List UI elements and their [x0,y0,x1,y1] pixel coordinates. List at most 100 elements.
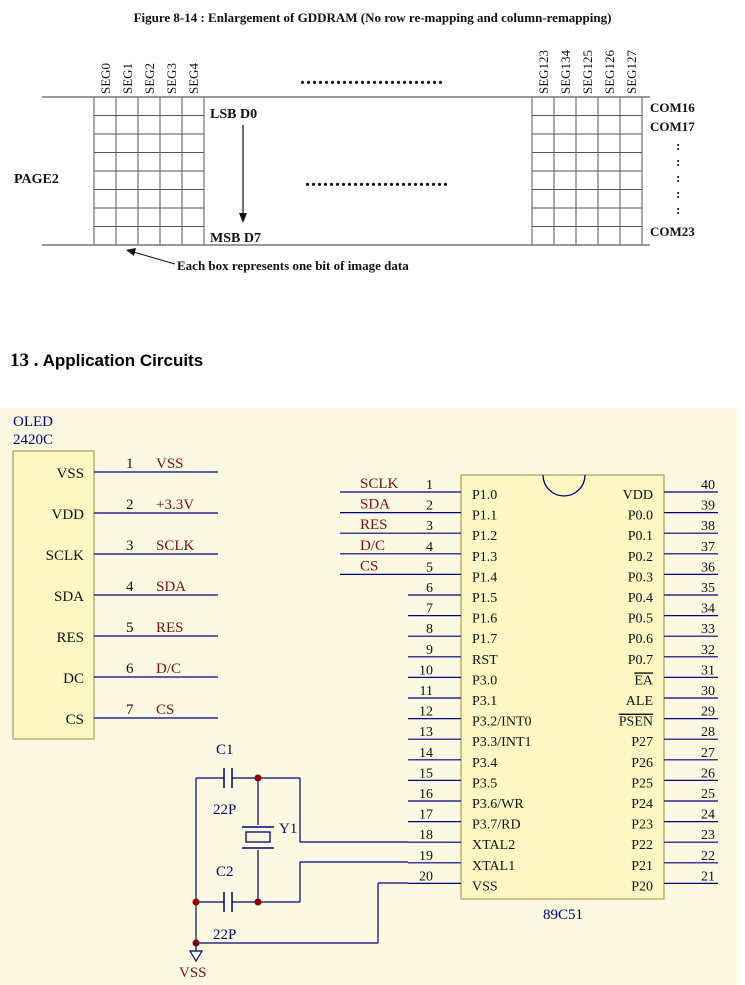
mcu-right-pin-name: P23 [631,818,653,833]
oled-pin-number: 7 [126,702,134,718]
mcu-net-label: SDA [360,497,390,513]
mcu-left-pin-name: P1.5 [472,591,497,606]
mcu-left-pin-number: 1 [426,478,433,493]
oled-module [12,450,95,740]
mcu-right-pin-name: P0.5 [628,612,653,627]
oled-model: 2420C [13,432,53,448]
mcu-net-label: RES [360,517,388,533]
lsb-label: LSB D0 [210,107,257,122]
mcu-left-pin-number: 12 [419,705,433,720]
mcu-right-pin-name: P26 [631,756,653,771]
mcu-right-pin-number: 36 [701,560,715,575]
mcu-net-label: CS [360,558,378,574]
mcu-right-pin-name: P20 [631,879,653,894]
mcu-left-pin-number: 16 [419,787,433,802]
com-label: COM23 [650,224,695,239]
mcu-right-pin-name: P0.2 [628,550,653,565]
mcu-left-pin-name: P1.4 [472,570,497,585]
oled-net-label: SDA [156,579,186,595]
mcu-left-pin-name: P3.2/INT0 [472,715,532,730]
oled-pin-name: CS [66,712,84,728]
msb-label: MSB D7 [210,231,261,246]
oled-net-label: RES [156,620,184,636]
com-dots: : [676,186,680,201]
mcu-right-pin-name: PSEN [619,715,653,730]
oled-pin-name: VSS [56,466,84,482]
seg-label: SEG134 [558,49,573,94]
mcu-left-pin-name: P3.6/WR [472,797,524,812]
mcu-left-pin-number: 7 [426,602,433,617]
note-pointer-head [126,248,136,256]
mcu-left-pin-name: P1.3 [472,550,497,565]
mcu-chip [460,474,665,900]
mcu-right-pin-number: 24 [701,808,715,823]
figure-title: Figure 8-14 : Enlargement of GDDRAM (No … [133,10,612,25]
mcu-right-pin-name: EA [634,673,654,688]
seg-label: SEG1 [120,63,135,94]
wire-junction [192,898,200,906]
mcu-right-pin-name: P0.4 [628,591,653,606]
mcu-left-pin-name: RST [472,653,498,668]
mcu-left-pin-number: 17 [419,808,433,823]
mcu-left-pin-number: 4 [426,540,433,555]
seg-label: SEG4 [186,62,201,94]
mcu-right-pin-name: P0.3 [628,570,653,585]
oled-pin-name: VDD [52,507,85,523]
top-ellipsis: ........................ [300,67,444,89]
mcu-right-pin-name: P27 [631,735,653,750]
section-heading: 13 . Application Circuits [10,350,203,372]
mcu-right-pin-number: 23 [701,828,715,843]
wire-junction [254,774,262,782]
oled-pin-name: SDA [54,589,84,605]
mcu-right-pin-name: VDD [623,488,653,503]
c1-value: 22P [213,802,236,818]
mcu-right-pin-number: 40 [701,478,715,493]
mcu-left-pin-number: 9 [426,643,433,658]
mcu-right-pin-name: P0.1 [628,529,653,544]
oled-pin-number: 4 [126,579,134,595]
c1-label: C1 [216,742,234,758]
mcu-right-pin-number: 35 [701,581,715,596]
mcu-left-pin-name: P3.3/INT1 [472,735,532,750]
mcu-right-pin-number: 21 [701,869,715,884]
note-text: Each box represents one bit of image dat… [177,258,409,273]
mcu-left-pin-name: P1.2 [472,529,497,544]
mcu-right-pin-number: 28 [701,725,715,740]
oled-pin-name: SCLK [46,548,85,564]
mcu-right-pin-name: P0.0 [628,509,653,524]
mcu-left-pin-name: P1.0 [472,488,497,503]
mcu-left-pin-name: VSS [472,879,498,894]
mcu-right-pin-number: 26 [701,766,715,781]
mcu-left-pin-number: 11 [420,684,433,699]
oled-pin-name: RES [56,630,84,646]
oled-pin-number: 6 [126,661,134,677]
mcu-left-pin-name: P3.0 [472,673,497,688]
mcu-right-pin-name: ALE [626,694,653,709]
mcu-left-pin-number: 2 [426,499,433,514]
seg-label: SEG125 [580,50,595,94]
mcu-left-pin-number: 14 [419,746,433,761]
mcu-right-pin-number: 25 [701,787,715,802]
mcu-left-pin-number: 19 [419,849,433,864]
mcu-left-pin-name: P1.1 [472,509,497,524]
oled-pin-name: DC [63,671,84,687]
seg-label: SEG3 [164,63,179,94]
mcu-right-pin-number: 33 [701,622,715,637]
middle-ellipsis: ........................ [305,169,449,191]
mcu-right-pin-name: P25 [631,776,653,791]
c2-label: C2 [216,864,234,880]
mcu-left-pin-number: 18 [419,828,433,843]
page-label: PAGE2 [14,172,59,187]
com-label: COM17 [650,119,695,134]
mcu-left-pin-number: 6 [426,581,433,596]
gnd-label: VSS [179,965,207,981]
mcu-left-pin-number: 13 [419,725,433,740]
mcu-left-pin-number: 5 [426,560,433,575]
seg-label: SEG127 [624,49,639,94]
mcu-net-label: SCLK [360,476,399,492]
com-dots: : [676,138,680,153]
oled-pin-number: 1 [126,456,134,472]
mcu-right-pin-number: 22 [701,849,715,864]
